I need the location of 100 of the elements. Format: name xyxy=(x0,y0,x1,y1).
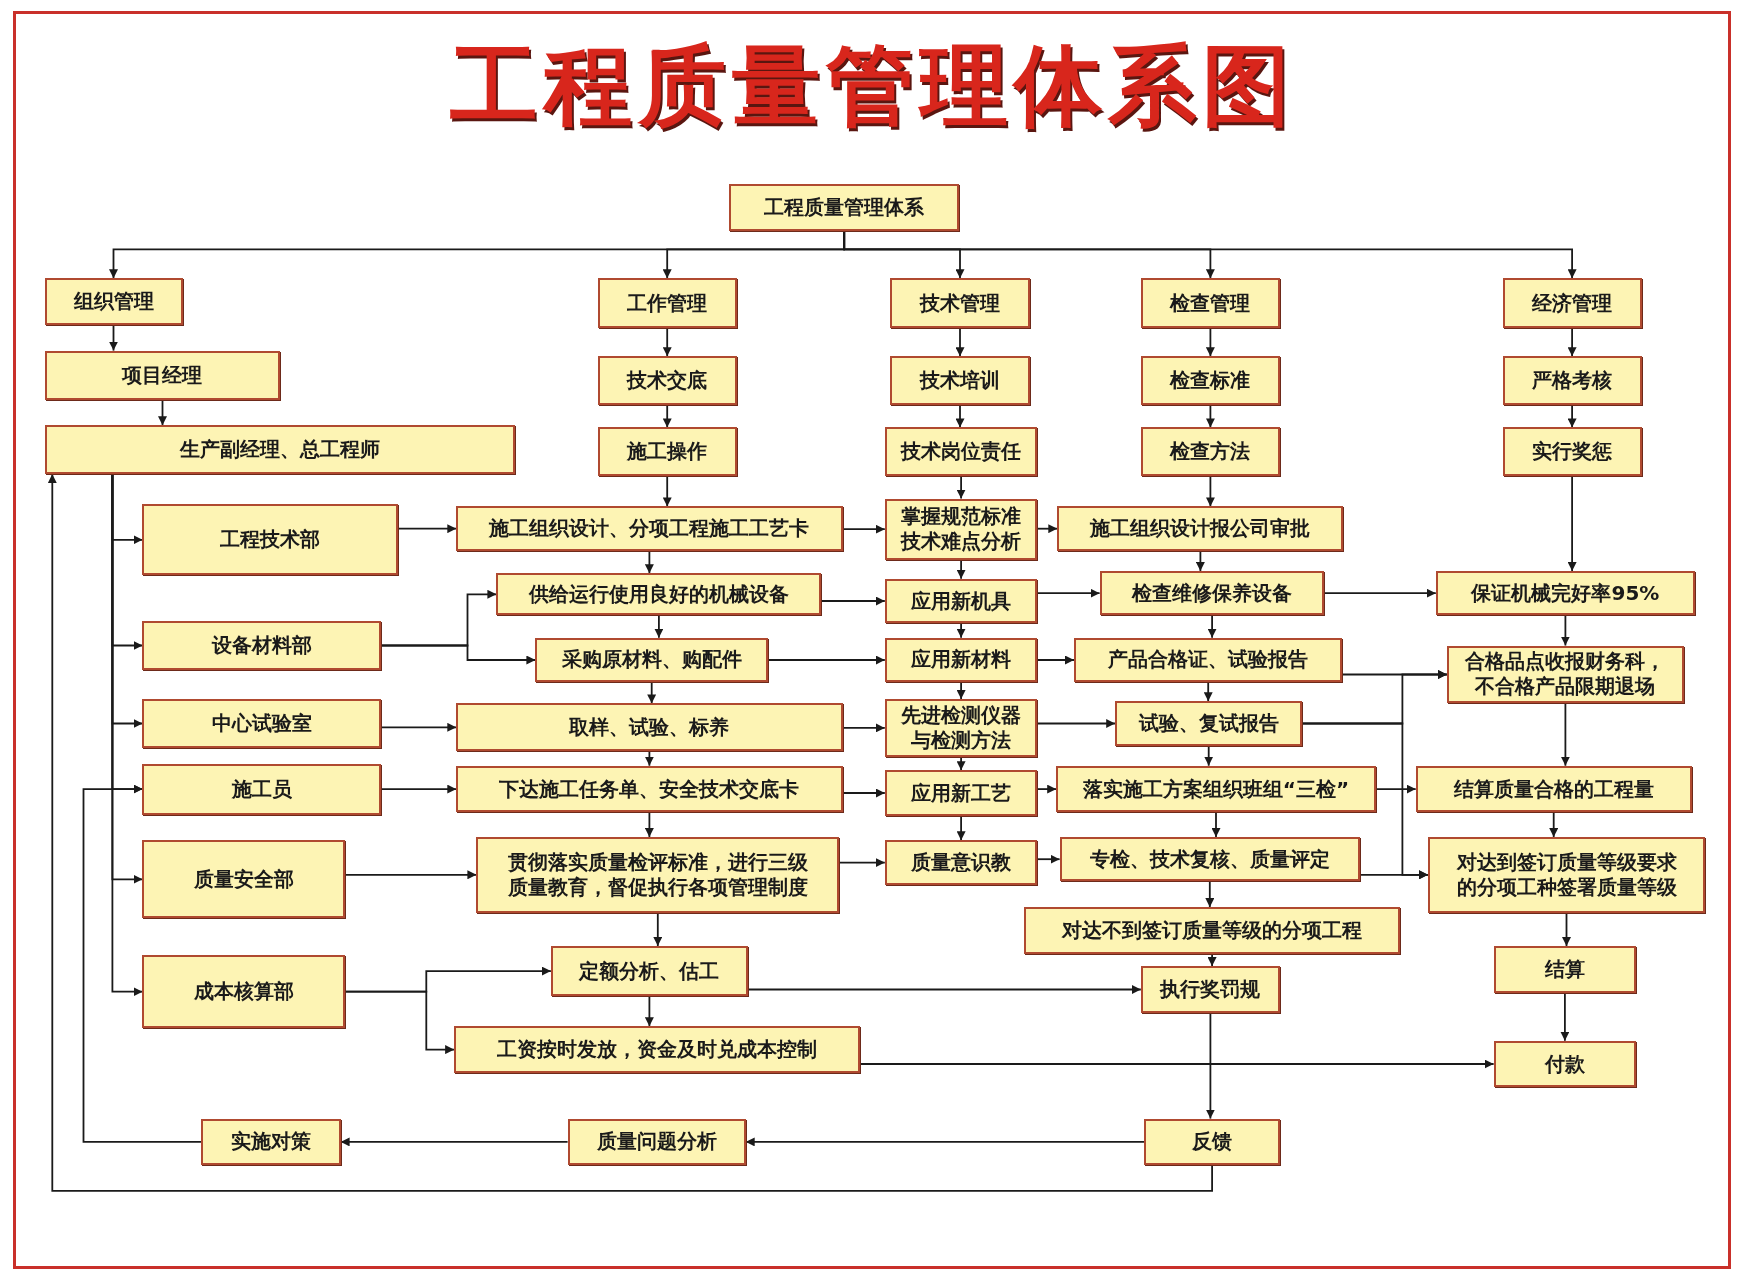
process-box xyxy=(1415,765,1692,813)
box-text: 检查方法 xyxy=(1170,439,1251,465)
process-box xyxy=(567,1118,746,1166)
arrow xyxy=(1036,719,1117,728)
arrow xyxy=(644,750,654,767)
process-box xyxy=(1446,645,1684,704)
box-text: 产品合格证、试验报告 xyxy=(1108,647,1309,673)
arrow xyxy=(1211,811,1221,838)
process-box xyxy=(476,836,840,913)
box-text: 结算质量合格的工程量 xyxy=(1453,776,1654,802)
box-text: 技术管理 xyxy=(919,290,1000,316)
arrow xyxy=(1560,702,1570,767)
arrow xyxy=(1036,588,1101,598)
arrow xyxy=(1195,550,1205,572)
process-box xyxy=(496,573,822,616)
arrow xyxy=(820,596,886,606)
box-text: 试验、复试报告 xyxy=(1138,710,1279,736)
arrow xyxy=(82,784,203,1143)
process-box xyxy=(597,278,737,329)
box-text: 结算 xyxy=(1544,956,1585,982)
process-box xyxy=(884,698,1038,757)
box-text: 施工组织设计报公司审批 xyxy=(1090,516,1311,542)
arrow xyxy=(1205,404,1215,429)
arrow xyxy=(1374,784,1417,794)
process-box xyxy=(142,698,381,748)
box-text: 质量意识教 xyxy=(911,850,1012,876)
arrow xyxy=(767,655,886,665)
arrow xyxy=(397,524,458,534)
box-text: 落实施工方案组织班组“三检” xyxy=(1082,776,1350,802)
arrow xyxy=(1036,854,1061,864)
process-box xyxy=(1435,570,1696,616)
box-text: 实行奖惩 xyxy=(1532,439,1613,465)
arrow xyxy=(1204,744,1214,767)
arrow xyxy=(841,788,886,798)
arrow xyxy=(379,644,537,665)
arrow xyxy=(1567,475,1577,572)
process-box xyxy=(1502,356,1642,406)
process-box xyxy=(1502,427,1642,477)
box-text: 付款 xyxy=(1544,1051,1585,1077)
box-text: 专检、技术复核、质量评定 xyxy=(1089,846,1330,872)
box-text: 先进检测仪器与检测方法 xyxy=(900,702,1023,753)
box-text: 技术培训 xyxy=(919,368,1000,394)
box-text: 应用新工艺 xyxy=(911,780,1012,806)
process-box xyxy=(1427,836,1706,913)
process-box xyxy=(1059,836,1361,882)
arrow xyxy=(644,550,654,575)
process-box xyxy=(890,278,1030,329)
arrow xyxy=(956,475,966,500)
arrow xyxy=(344,990,455,1055)
process-box xyxy=(1023,907,1401,954)
process-box xyxy=(535,637,768,683)
process-box xyxy=(1144,1118,1280,1166)
process-box xyxy=(884,427,1038,477)
process-box xyxy=(1502,278,1642,329)
box-text: 工程技术部 xyxy=(220,527,321,553)
arrow xyxy=(956,755,966,772)
box-text: 对达到签订质量等级要求的分项工种签署质量等级 xyxy=(1455,849,1678,900)
box-text: 检查维修保养设备 xyxy=(1132,580,1293,606)
arrow xyxy=(956,558,966,580)
arrow xyxy=(1560,991,1570,1042)
process-box xyxy=(1099,570,1325,616)
arrow xyxy=(379,784,458,794)
arrow xyxy=(1560,614,1570,647)
arrow xyxy=(1036,655,1075,665)
process-box xyxy=(456,506,843,551)
process-box xyxy=(550,946,748,997)
box-text: 对达不到签订质量等级的分项工程 xyxy=(1062,917,1363,943)
box-text: 反馈 xyxy=(1192,1129,1233,1155)
arrow xyxy=(1036,524,1059,534)
box-text: 中心试验室 xyxy=(211,710,312,736)
arrow xyxy=(744,1137,1146,1147)
process-box xyxy=(142,504,399,576)
arrow xyxy=(747,985,1142,994)
process-box xyxy=(142,840,345,919)
box-text: 工作管理 xyxy=(627,290,708,316)
arrow xyxy=(653,911,663,947)
box-text: 保证机械完好率95% xyxy=(1471,580,1660,606)
process-box xyxy=(201,1118,341,1166)
box-text: 施工员 xyxy=(231,776,292,802)
arrow xyxy=(1567,327,1577,358)
arrow xyxy=(644,811,654,838)
box-text: 经济管理 xyxy=(1532,290,1613,316)
process-box xyxy=(142,763,381,815)
box-text: 应用新材料 xyxy=(911,647,1012,673)
process-box xyxy=(1140,427,1280,477)
process-box xyxy=(1115,701,1303,746)
box-text: 采购原材料、购配件 xyxy=(561,647,742,673)
arrow xyxy=(955,404,965,429)
process-box xyxy=(456,765,843,813)
arrow xyxy=(644,995,654,1028)
box-text: 掌握规范标准技术难点分析 xyxy=(899,504,1023,555)
arrow xyxy=(838,858,886,868)
box-text: 严格考核 xyxy=(1532,368,1613,394)
arrow xyxy=(859,1059,1495,1069)
arrow xyxy=(956,622,966,639)
arrow xyxy=(1203,681,1213,703)
box-text: 执行奖罚规 xyxy=(1160,976,1261,1002)
box-text: 检查管理 xyxy=(1170,290,1251,316)
box-text: 工资按时发放，资金及时兑成本控制 xyxy=(497,1037,818,1063)
box-text: 质量安全部 xyxy=(193,866,294,892)
